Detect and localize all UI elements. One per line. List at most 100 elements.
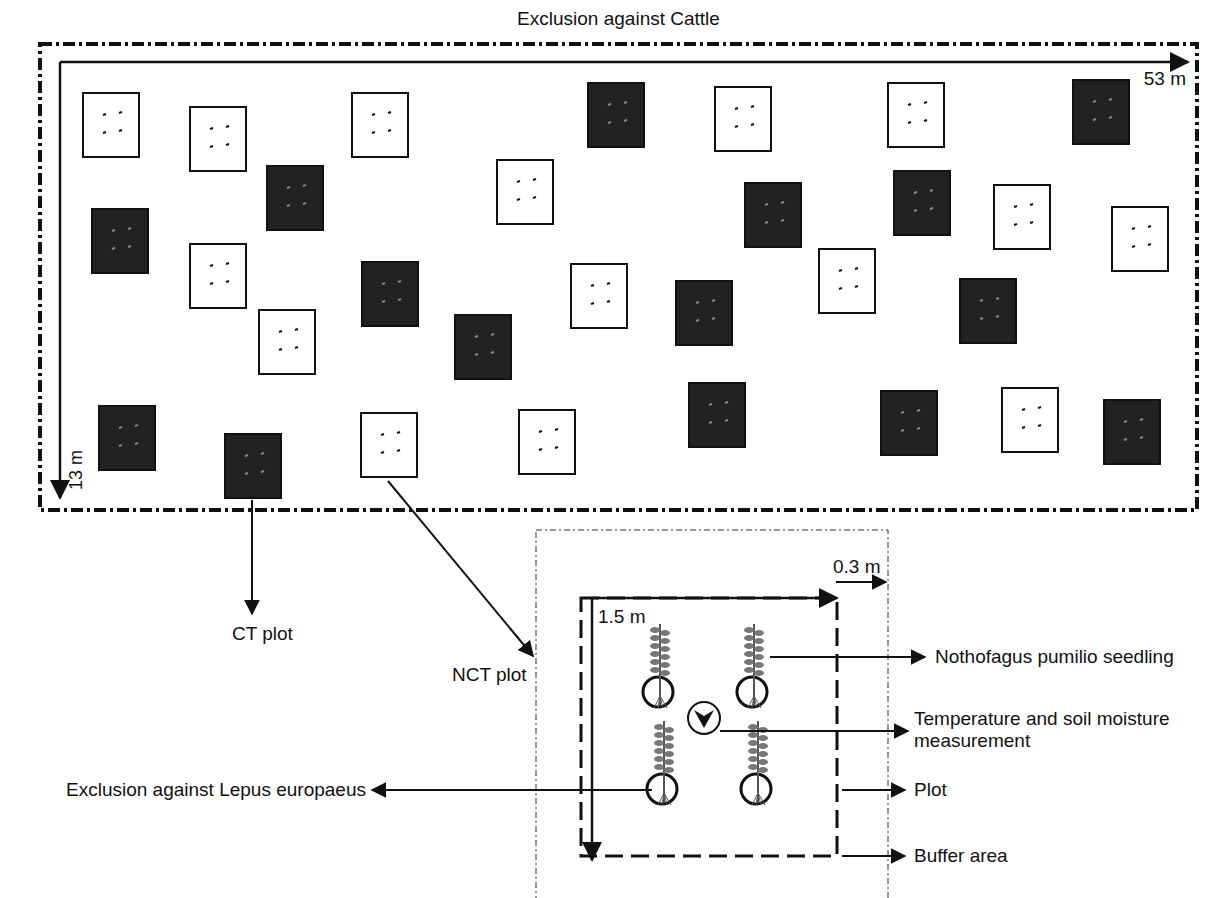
seedling-mark	[517, 181, 520, 182]
nct-plot	[259, 310, 315, 374]
seedling-leaf	[748, 764, 758, 770]
seedling-mark	[398, 299, 401, 300]
seedling-mark	[607, 301, 610, 302]
seedling-leaf	[754, 646, 764, 652]
seedling-leaf	[650, 659, 660, 665]
part-label: Temperature and soil moisture measuremen…	[914, 708, 1214, 752]
seedling-mark	[261, 471, 264, 472]
seedling-leaf	[758, 759, 768, 765]
seedling-mark	[382, 283, 385, 284]
seedling-mark	[261, 453, 264, 454]
nct-plot	[888, 83, 944, 147]
nct-plot	[190, 244, 246, 308]
seedling-mark	[279, 331, 282, 332]
seedling-leaf	[754, 630, 764, 636]
seedling-mark	[624, 120, 627, 121]
seedling-mark	[1140, 419, 1143, 420]
seedling-mark	[624, 102, 627, 103]
seedling-leaf	[664, 759, 674, 765]
seedling-leaf	[664, 727, 674, 733]
seedling-leaf	[660, 654, 670, 660]
seedling-leaf	[744, 651, 754, 657]
seedling-mark	[696, 302, 699, 303]
ct-plot	[362, 262, 418, 326]
ct-plot	[455, 315, 511, 379]
seedling-mark	[210, 283, 213, 284]
seedling-root	[658, 696, 660, 708]
seedling-mark	[295, 329, 298, 330]
seedling-mark	[1093, 119, 1096, 120]
sensor-chevron	[694, 710, 714, 728]
seedling-mark	[226, 281, 229, 282]
ct-plot	[881, 391, 937, 455]
seedling-leaf	[650, 635, 660, 641]
seedling-mark	[996, 298, 999, 299]
seedling-mark	[381, 452, 384, 453]
dimension-label: 0.3 m	[833, 556, 881, 578]
seedling-leaf	[660, 638, 670, 644]
seedling-mark	[119, 112, 122, 113]
seedling-mark	[382, 301, 385, 302]
nct-plot	[1002, 388, 1058, 452]
seedling-root	[754, 696, 761, 708]
seedling-mark	[1038, 407, 1041, 408]
seedling-mark	[398, 281, 401, 282]
seedling-mark	[924, 102, 927, 103]
leader-line	[842, 855, 905, 857]
hare-exclusion	[737, 677, 767, 707]
seedling-mark	[491, 334, 494, 335]
seedling-mark	[128, 228, 131, 229]
seedling-leaf	[748, 756, 758, 762]
seedling-mark	[287, 187, 290, 188]
seedling-leaf	[654, 764, 664, 770]
seedling-mark	[839, 270, 842, 271]
seedling-mark	[914, 192, 917, 193]
seedling-mark	[924, 120, 927, 121]
seedling-root	[660, 696, 667, 708]
seedling-mark	[1022, 427, 1025, 428]
seedling-mark	[725, 402, 728, 403]
ct-plot	[745, 183, 801, 247]
seedling-leaf	[660, 646, 670, 652]
dimension-label: 13 m	[65, 450, 87, 490]
ct-plot	[1073, 80, 1129, 144]
seedling-mark	[245, 473, 248, 474]
seedling-leaf	[654, 740, 664, 746]
seedling-leaf	[654, 732, 664, 738]
seedling-mark	[980, 318, 983, 319]
nct-plot	[715, 87, 771, 151]
exclosure-region: Exclusion against Cattle	[40, 44, 1197, 510]
seedling-leaf	[758, 735, 768, 741]
hare-exclusion	[643, 677, 673, 707]
seedling-mark	[372, 132, 375, 133]
seedling-leaf	[754, 638, 764, 644]
plots	[83, 80, 1168, 498]
seedling-root	[662, 793, 664, 805]
seedling-mark	[135, 443, 138, 444]
seedling-mark	[397, 432, 400, 433]
ct-plot	[960, 279, 1016, 343]
seedling-root	[664, 793, 671, 805]
seedling-mark	[226, 126, 229, 127]
seedling-mark	[555, 447, 558, 448]
leader-line	[842, 789, 905, 791]
seedling-mark	[908, 104, 911, 105]
nct-plot	[1112, 207, 1168, 271]
seedling-root	[756, 793, 758, 805]
seedling-leaf	[654, 756, 664, 762]
seedling-leaf	[758, 743, 768, 749]
seedling-root	[752, 793, 758, 805]
seedling-leaf	[744, 659, 754, 665]
seedling-mark	[103, 114, 106, 115]
plot-type-label: NCT plot	[452, 664, 527, 686]
hare-exclusion	[741, 774, 771, 804]
plot-height-arrow	[591, 598, 594, 860]
seedling-mark	[1030, 204, 1033, 205]
seedling-mark	[855, 268, 858, 269]
seedling-mark	[112, 248, 115, 249]
ct-plot	[1104, 400, 1160, 464]
width-arrow	[59, 62, 62, 498]
seedling-mark	[1132, 228, 1135, 229]
seedling-root	[748, 696, 754, 708]
seedling-mark	[279, 349, 282, 350]
